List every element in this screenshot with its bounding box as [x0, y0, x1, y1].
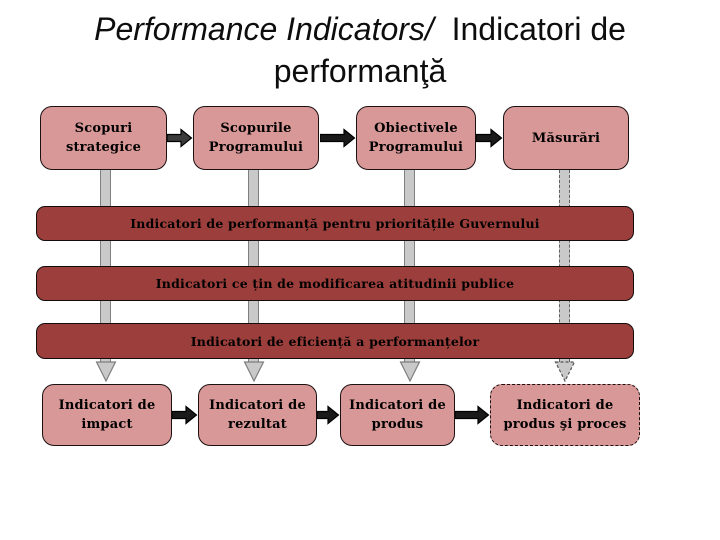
arrow-right-icon — [320, 128, 356, 148]
page-title: Performance Indicators/ Indicatori de pe… — [0, 8, 720, 92]
box-indicatori-rezultat: Indicatori de rezultat — [198, 384, 317, 446]
arrow-right-icon — [167, 128, 193, 148]
box-indicatori-produs: Indicatori de produs — [340, 384, 455, 446]
arrowhead-down-dashed-icon — [554, 361, 576, 382]
box-label: Scopuri strategice — [65, 121, 142, 155]
bar-prioritatile-guvernului: Indicatori de performanță pentru priorit… — [36, 206, 634, 241]
title-romanian-line2: performanţă — [273, 53, 447, 89]
box-label: Indicatori de produs — [349, 398, 446, 432]
arrow-right-icon — [317, 405, 340, 425]
box-indicatori-impact: Indicatori de impact — [42, 384, 172, 446]
arrow-right-icon — [455, 405, 490, 425]
box-scopurile-programului: Scopurile Programului — [193, 106, 319, 170]
bar-eficienta-performantelor: Indicatori de eficiență a performanțelor — [36, 323, 634, 359]
bar-label: Indicatori de eficiență a performanțelor — [190, 333, 480, 349]
bar-label: Indicatori de performanță pentru priorit… — [130, 216, 540, 231]
arrowhead-down-icon — [243, 361, 265, 382]
title-english: Performance Indicators/ — [94, 11, 434, 47]
box-label: Scopurile Programului — [208, 121, 304, 155]
arrow-right-icon — [476, 128, 503, 148]
box-label: Obiectivele Programului — [368, 121, 464, 155]
box-label: Indicatori de impact — [58, 398, 156, 432]
box-scopuri-strategice: Scopuri strategice — [40, 106, 167, 170]
arrowhead-down-icon — [95, 361, 117, 382]
bar-label: Indicatori ce țin de modificarea atitudi… — [155, 276, 515, 291]
box-masurari: Măsurări — [503, 106, 629, 170]
arrow-right-icon — [172, 405, 198, 425]
arrowhead-down-icon — [399, 361, 421, 382]
bar-atitudinii-publice: Indicatori ce țin de modificarea atitudi… — [36, 266, 634, 301]
box-indicatori-produs-si-proces: Indicatori de produs şi proces — [490, 384, 640, 446]
box-obiectivele-programului: Obiectivele Programului — [356, 106, 476, 170]
box-label: Măsurări — [531, 130, 601, 146]
title-romanian-line1: Indicatori de — [451, 11, 626, 47]
box-label: Indicatori de rezultat — [209, 398, 306, 432]
box-label: Indicatori de produs şi proces — [503, 398, 627, 432]
